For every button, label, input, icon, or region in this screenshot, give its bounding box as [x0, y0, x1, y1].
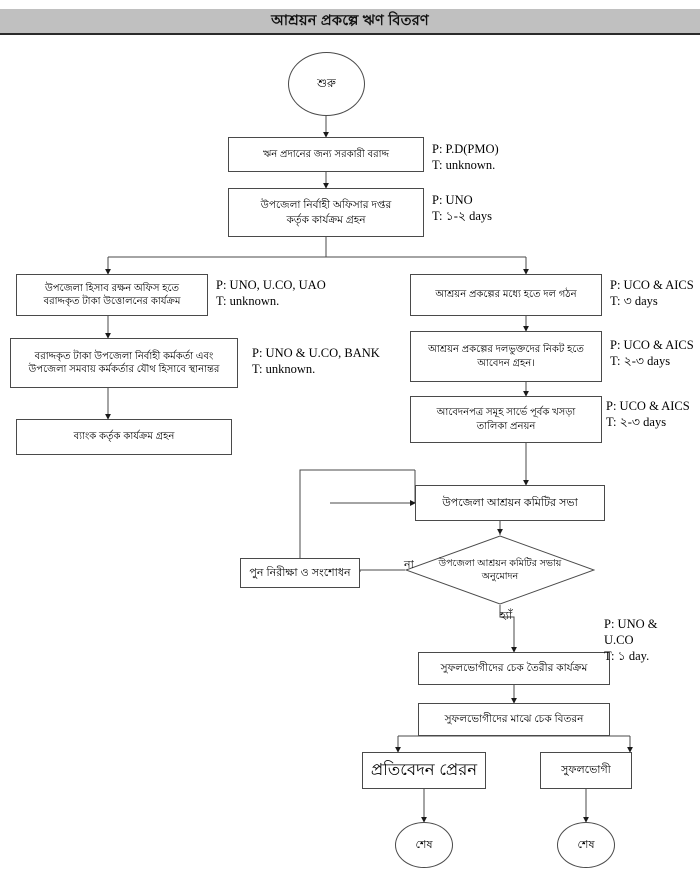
- node-committee-meeting-label: উপজেলা আশ্রয়ন কমিটির সভা: [442, 496, 578, 509]
- node-receive-applications[interactable]: আশ্রয়ন প্রকল্পের দলভুক্তদের নিকট হতে আব…: [410, 331, 602, 382]
- page-title: আশ্রয়ন প্রকল্পে ঋণ বিতরণ: [271, 12, 429, 29]
- edge-revision-loop-top: [299, 469, 415, 558]
- annotation-uno-office: P: UNO T: ১-২ days: [432, 192, 492, 224]
- annotation-withdraw-funds-person: P: UNO, U.CO, UAO: [216, 278, 326, 292]
- page-title-bar: আশ্রয়ন প্রকল্পে ঋণ বিতরণ: [0, 9, 700, 35]
- node-end-right[interactable]: শেষ: [557, 822, 615, 868]
- node-withdraw-funds-line1: উপজেলা হিসাব রক্ষন অফিস হতে: [45, 282, 179, 294]
- node-govt-allocation-label: ঋন প্রদানের জন্য সরকারী বরাদ্দ: [262, 148, 389, 160]
- annotation-draft-list-time: T: ২-৩ days: [606, 415, 667, 429]
- node-beneficiary-label: সুফলভোগী: [561, 764, 611, 777]
- annotation-receive-applications: P: UCO & AICS T: ২-৩ days: [610, 337, 694, 369]
- annotation-joint-account-person: P: UNO & U.CO, BANK: [252, 346, 380, 360]
- annotation-receive-applications-time: T: ২-৩ days: [610, 354, 671, 368]
- node-joint-account-line2: উপজেলা সমবায় কর্মকর্তার যৌথ হিসাবে স্থা…: [28, 364, 220, 375]
- node-cheque-prepare-label: সুফলভোগীদের চেক তৈরীর কার্যক্রম: [440, 662, 588, 675]
- node-joint-account[interactable]: বরাদ্দকৃত টাকা উপজেলা নির্বাহী কর্মকর্তা…: [10, 338, 238, 388]
- node-cheque-distribute[interactable]: সুফলভোগীদের মাঝে চেক বিতরন: [418, 703, 610, 736]
- annotation-cheque-prepare: P: UNO & U.CO T: ১ day.: [604, 616, 657, 664]
- node-draft-list[interactable]: আবেদনপত্র সমূহ সার্ভে পূর্বক খসড়া তালিক…: [410, 396, 602, 443]
- node-uno-office-line1: উপজেলা নির্বাহী অফিসার দপ্তর: [260, 199, 392, 212]
- annotation-draft-list-person: P: UCO & AICS: [606, 399, 690, 413]
- edge-label-no: না: [404, 559, 414, 571]
- node-bank-action[interactable]: ব্যাংক কর্তৃক কার্যক্রম গ্রহন: [16, 419, 232, 455]
- annotation-joint-account-time: T: unknown.: [252, 362, 316, 376]
- annotation-withdraw-funds: P: UNO, U.CO, UAO T: unknown.: [216, 277, 326, 309]
- node-bank-action-label: ব্যাংক কর্তৃক কার্যক্রম গ্রহন: [73, 431, 175, 443]
- annotation-govt-allocation: P: P.D(PMO) T: unknown.: [432, 141, 499, 173]
- node-start-label: শুরু: [317, 77, 336, 90]
- node-draft-list-line1: আবেদনপত্র সমূহ সার্ভে পূর্বক খসড়া: [436, 407, 576, 418]
- node-revision[interactable]: পুন নিরীক্ষা ও সংশোধন: [240, 558, 360, 588]
- annotation-withdraw-funds-time: T: unknown.: [216, 294, 280, 308]
- node-approval-decision-line1: উপজেলা আশ্রয়ন কমিটির সভায়: [438, 557, 562, 569]
- node-send-report-label: প্রতিবেদন প্রেরন: [370, 761, 478, 780]
- node-end-right-label: শেষ: [577, 838, 595, 851]
- node-send-report[interactable]: প্রতিবেদন প্রেরন: [362, 752, 486, 789]
- annotation-uno-office-time: T: ১-২ days: [432, 209, 493, 223]
- annotation-govt-allocation-person: P: P.D(PMO): [432, 142, 499, 156]
- node-cheque-prepare[interactable]: সুফলভোগীদের চেক তৈরীর কার্যক্রম: [418, 652, 610, 685]
- node-receive-applications-line2: আবেদন গ্রহন।: [477, 357, 535, 369]
- node-uno-office[interactable]: উপজেলা নির্বাহী অফিসার দপ্তর কর্তৃক কার্…: [228, 188, 424, 237]
- node-draft-list-line2: তালিকা প্রনয়ন: [476, 420, 536, 432]
- node-end-left-label: শেষ: [415, 838, 433, 851]
- node-committee-meeting[interactable]: উপজেলা আশ্রয়ন কমিটির সভা: [415, 485, 605, 521]
- decision-diamond-shape: [405, 535, 595, 605]
- node-approval-decision[interactable]: উপজেলা আশ্রয়ন কমিটির সভায় অনুমোদন: [405, 535, 595, 605]
- annotation-govt-allocation-time: T: unknown.: [432, 158, 496, 172]
- annotation-joint-account: P: UNO & U.CO, BANK T: unknown.: [252, 345, 380, 377]
- node-withdraw-funds[interactable]: উপজেলা হিসাব রক্ষন অফিস হতে বরাদ্দকৃত টা…: [16, 274, 208, 316]
- node-group-formation[interactable]: আশ্রয়ন প্রকল্পের মধ্যে হতে দল গঠন: [410, 274, 602, 316]
- node-uno-office-line2: কর্তৃক কার্যক্রম গ্রহন: [286, 213, 366, 226]
- annotation-uno-office-person: P: UNO: [432, 193, 473, 207]
- node-beneficiary[interactable]: সুফলভোগী: [540, 752, 632, 789]
- annotation-group-formation: P: UCO & AICS T: ৩ days: [610, 277, 694, 309]
- annotation-cheque-prepare-time: T: ১ day.: [604, 649, 650, 663]
- node-joint-account-line1: বরাদ্দকৃত টাকা উপজেলা নির্বাহী কর্মকর্তা…: [34, 350, 214, 362]
- annotation-cheque-prepare-person-line1: P: UNO &: [604, 617, 658, 631]
- node-approval-decision-line2: অনুমোদন: [481, 571, 519, 582]
- node-start[interactable]: শুরু: [288, 52, 365, 116]
- node-revision-label: পুন নিরীক্ষা ও সংশোধন: [249, 566, 351, 579]
- node-withdraw-funds-line2: বরাদ্দকৃত টাকা উত্তোলনের কার্যক্রম: [43, 296, 181, 307]
- node-cheque-distribute-label: সুফলভোগীদের মাঝে চেক বিতরন: [444, 713, 584, 726]
- node-end-left[interactable]: শেষ: [395, 822, 453, 868]
- annotation-draft-list: P: UCO & AICS T: ২-৩ days: [606, 398, 690, 430]
- edge-label-yes: হ্যাঁ: [500, 610, 513, 622]
- annotation-group-formation-time: T: ৩ days: [610, 294, 658, 308]
- node-group-formation-label: আশ্রয়ন প্রকল্পের মধ্যে হতে দল গঠন: [435, 289, 577, 301]
- annotation-cheque-prepare-person-line2: U.CO: [604, 633, 634, 647]
- node-receive-applications-line1: আশ্রয়ন প্রকল্পের দলভুক্তদের নিকট হতে: [428, 344, 584, 355]
- annotation-receive-applications-person: P: UCO & AICS: [610, 338, 694, 352]
- annotation-group-formation-person: P: UCO & AICS: [610, 278, 694, 292]
- node-approval-decision-label: উপজেলা আশ্রয়ন কমিটির সভায় অনুমোদন: [405, 535, 595, 605]
- node-govt-allocation[interactable]: ঋন প্রদানের জন্য সরকারী বরাদ্দ: [228, 137, 424, 172]
